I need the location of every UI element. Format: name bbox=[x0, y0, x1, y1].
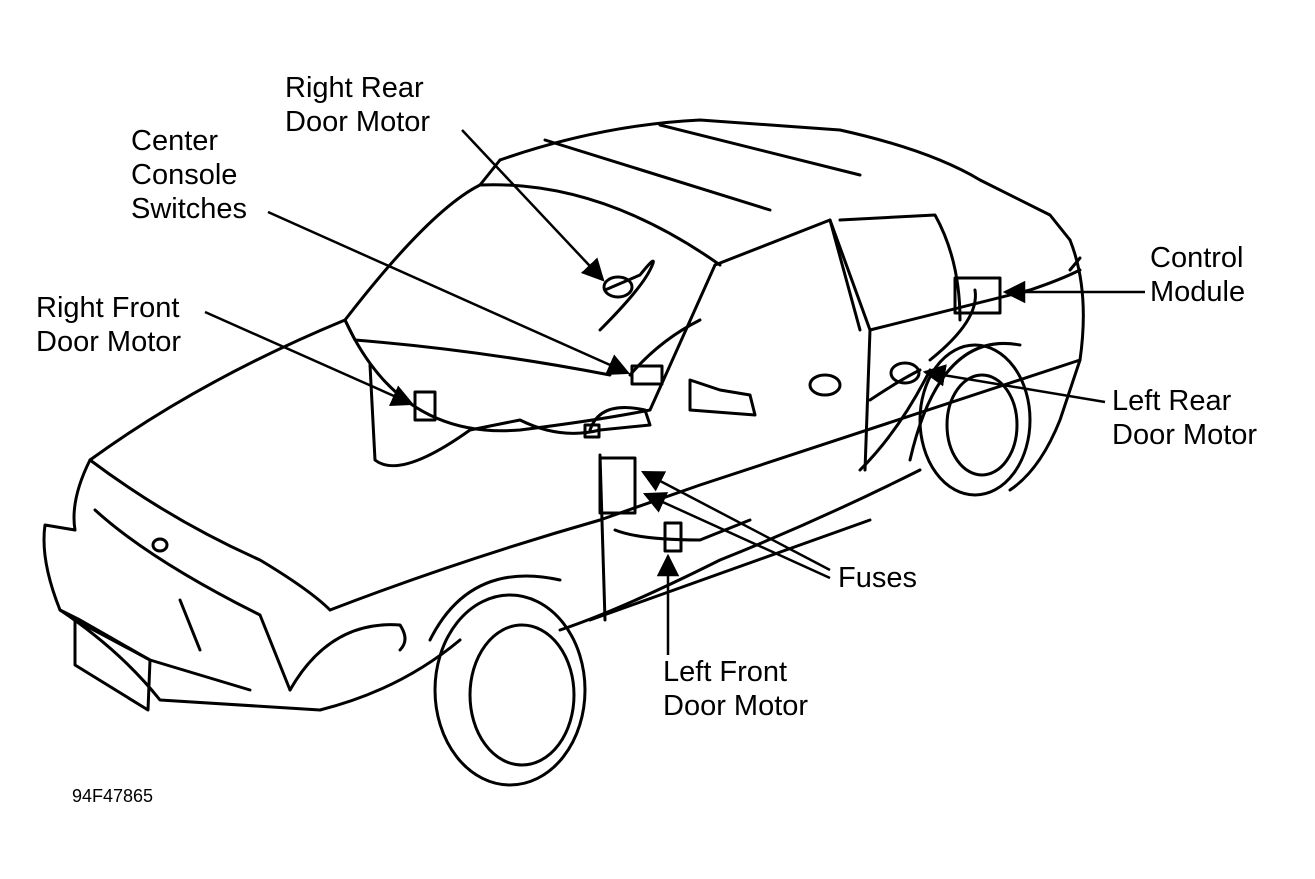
label-line: Door Motor bbox=[36, 326, 182, 358]
leader-fuses-1 bbox=[641, 470, 831, 572]
label-line: Switches bbox=[131, 193, 248, 225]
leader-right-rear bbox=[461, 129, 605, 282]
car-outline bbox=[42, 118, 1085, 787]
label-line: Fuses bbox=[838, 562, 917, 594]
label-center-console-switches: Center Console Switches bbox=[131, 124, 247, 226]
leader-right-front bbox=[204, 310, 415, 407]
label-right-front-door-motor: Right Front Door Motor bbox=[36, 291, 181, 359]
label-line: Left Front bbox=[663, 656, 788, 688]
label-line: Center bbox=[131, 125, 219, 157]
label-line: Console bbox=[131, 159, 238, 191]
leader-center-console bbox=[267, 210, 631, 376]
label-line: Door Motor bbox=[663, 690, 809, 722]
label-line: Module bbox=[1150, 276, 1246, 308]
label-line: Right Front bbox=[36, 292, 180, 324]
label-line: Door Motor bbox=[1112, 419, 1258, 451]
label-right-rear-door-motor: Right Rear Door Motor bbox=[285, 71, 430, 139]
figure-id: 94F47865 bbox=[72, 786, 154, 806]
label-line: Control bbox=[1150, 242, 1244, 274]
leader-fuses-2 bbox=[642, 492, 831, 580]
label-line: Left Rear bbox=[1112, 385, 1232, 417]
label-control-module: Control Module bbox=[1150, 241, 1245, 309]
leader-lines bbox=[204, 129, 1145, 655]
label-left-front-door-motor: Left Front Door Motor bbox=[663, 655, 808, 723]
label-line: Door Motor bbox=[285, 106, 431, 138]
label-line: Right Rear bbox=[285, 72, 424, 104]
label-fuses: Fuses bbox=[838, 561, 917, 595]
leader-left-rear bbox=[922, 364, 1106, 404]
label-left-rear-door-motor: Left Rear Door Motor bbox=[1112, 384, 1257, 452]
